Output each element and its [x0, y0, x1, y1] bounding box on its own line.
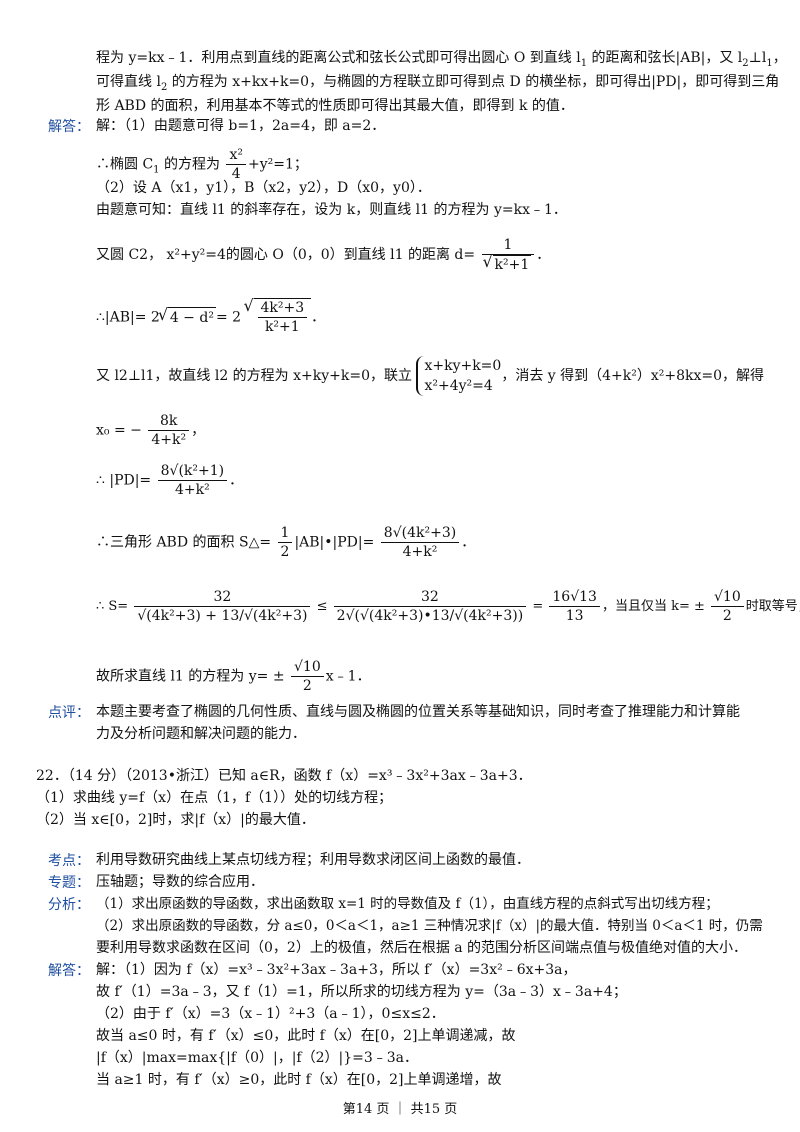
- pd-length: ∴ |PD|= 8√(k²+1)4+k²．: [96, 462, 244, 499]
- fraction: 8√(k²+1)4+k²: [157, 462, 228, 499]
- solution-22-step-3: （2）由于 f′（x）=3（x﹣1）²+3（a﹣1），0≤x≤2．: [96, 1006, 445, 1022]
- analysis-22-line-2: （2）求出原函数的导函数，分 a≤0，0＜a＜1，a≥1 三种情况求|f（x）|…: [96, 918, 763, 934]
- solution-step-3: （2）设 A（x1，y1），B（x2，y2），D（x0，y0）．: [96, 180, 431, 196]
- fraction: 1k²+1: [481, 236, 535, 274]
- question-22-part-1: （1）求曲线 y=f（x）在点（1，f（1））处的切线方程；: [36, 790, 393, 806]
- solution-label: 解答：: [48, 119, 90, 135]
- analysis-22-line-3: 要利用导数求函数在区间（0，2）上的极值，然后在根据 a 的范围分析区间端点值与…: [96, 940, 748, 956]
- solution-22-step-6: 当 a≥1 时，有 f′（x）≥0，此时 f（x）在[0，2]上单调递增，故: [96, 1072, 502, 1088]
- solution-22-step-2: 故 f′（1）=3a﹣3，又 f（1）=1，所以所求的切线方程为 y=（3a﹣3…: [96, 984, 627, 1000]
- solution-22-step-4: 故当 a≤0 时，有 f′（x）≤0，此时 f（x）在[0，2]上单调递减，故: [96, 1028, 516, 1044]
- key-point-label: 考点：: [48, 853, 90, 869]
- question-22-title: 22．（14 分）（2013•浙江）已知 a∈R，函数 f（x）=x³﹣3x²+…: [36, 768, 532, 784]
- solution-step-4: 由题意可知：直线 l1 的斜率存在，设为 k，则直线 l1 的方程为 y=kx﹣…: [96, 202, 567, 218]
- fraction: 4k²+3k²+1: [257, 299, 308, 336]
- comment-line-1: 本题主要考查了椭圆的几何性质、直线与圆及椭圆的位置关系等基础知识，同时考查了推理…: [96, 704, 740, 720]
- topic-label: 专题：: [48, 875, 90, 891]
- system-equations: 又 l2⊥l1，故直线 l2 的方程为 x+ky+k=0，联立 x+ky+k=0…: [96, 356, 765, 396]
- solution-22-label: 解答：: [48, 963, 90, 979]
- fraction: 32√(4k²+3) + 13/√(4k²+3): [134, 588, 311, 625]
- solution-22-step-1: 解：（1）因为 f（x）=x³﹣3x²+3ax﹣3a+3，所以 f′（x）=3x…: [96, 962, 577, 978]
- analysis-label: 分析：: [48, 897, 90, 913]
- topic-text: 压轴题；导数的综合应用．: [96, 874, 264, 890]
- solution-22-step-5: |f（x）|max=max{|f（0）|，|f（2）|}=3﹣3a．: [96, 1050, 419, 1066]
- distance-formula: 又圆 C2， x²+y²=4的圆心 O（0，0）到直线 l1 的距离 d= 1k…: [96, 236, 550, 274]
- fraction: 8√(4k²+3)4+k²: [380, 524, 460, 561]
- solution-step-1: 解：（1）由题意可得 b=1，2a=4，即 a=2．: [96, 118, 386, 134]
- key-point-text: 利用导数研究曲线上某点切线方程；利用导数求闭区间上函数的最值．: [96, 852, 530, 868]
- analysis-line-2: 可得直线 l2 的方程为 x+kx+k=0，与椭圆的方程联立即可得到点 D 的横…: [96, 74, 780, 93]
- analysis-line-1: 程为 y=kx﹣1．利用点到直线的距离公式和弦长公式即可得出圆心 O 到直线 l…: [96, 50, 787, 69]
- analysis-22-line-1: （1）求出原函数的导函数，求出函数取 x=1 时的导数值及 f（1），由直线方程…: [96, 896, 719, 912]
- chord-length: ∴|AB|= 24 − d²= 2 4k²+3k²+1．: [96, 296, 325, 336]
- comment-line-2: 力及分析问题和解决问题的能力．: [96, 726, 306, 742]
- page-footer: 第14 页 ｜ 共15 页: [342, 1102, 458, 1117]
- question-22-part-2: （2）当 x∈[0，2]时，求|f（x）|的最大值．: [36, 812, 315, 828]
- comment-label: 点评：: [48, 705, 90, 721]
- analysis-line-3: 形 ABD 的面积，利用基本不等式的性质即可得出其最大值，即得到 k 的值．: [96, 98, 574, 114]
